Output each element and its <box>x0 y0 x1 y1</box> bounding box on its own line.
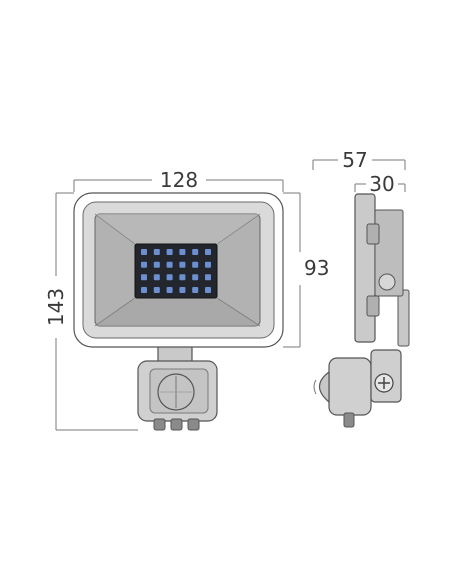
side-sensor-housing <box>328 357 372 416</box>
led-chip <box>166 274 173 281</box>
led-chip <box>166 261 173 268</box>
dimension-lines <box>55 159 406 431</box>
led-chip <box>141 249 147 255</box>
side-back-heatsink <box>374 209 404 297</box>
led-chip <box>153 261 160 268</box>
led-chip <box>166 249 173 255</box>
led-grid <box>141 249 211 293</box>
led-chip <box>205 261 211 268</box>
led-chip <box>205 287 211 293</box>
led-chip <box>153 249 160 255</box>
led-chip <box>205 249 211 255</box>
led-chip <box>192 287 199 293</box>
led-chip <box>192 261 199 268</box>
side-view <box>313 193 410 428</box>
led-chip <box>205 274 211 281</box>
led-chip <box>166 287 173 293</box>
sensor-bracket <box>157 344 193 364</box>
side-hinge-bottom <box>366 295 380 317</box>
dimension-height-total-label: 143 <box>44 288 68 326</box>
dimension-width-label: 128 <box>160 168 198 192</box>
side-sensor-knobs <box>343 412 355 428</box>
dimension-depth-body-label: 30 <box>369 172 394 196</box>
led-chip <box>192 249 199 255</box>
side-sensor-lens <box>318 370 330 404</box>
led-chip <box>179 261 186 268</box>
led-chip <box>153 274 160 281</box>
led-chip <box>141 274 147 281</box>
led-chip <box>141 261 147 268</box>
adjustment-knobs <box>153 418 200 431</box>
led-chip <box>192 274 199 281</box>
led-chip <box>179 287 186 293</box>
side-mount-bracket <box>397 289 410 347</box>
led-module <box>134 243 218 299</box>
led-chip <box>179 249 186 255</box>
led-chip <box>179 274 186 281</box>
side-hinge-top <box>366 223 380 245</box>
side-hinge-knob <box>378 273 396 291</box>
dimension-height-front-label: 93 <box>304 256 329 280</box>
side-body <box>354 193 376 343</box>
dimension-depth-total-label: 57 <box>342 148 367 172</box>
led-chip <box>153 287 160 293</box>
led-chip <box>141 287 147 293</box>
front-view <box>73 192 284 431</box>
